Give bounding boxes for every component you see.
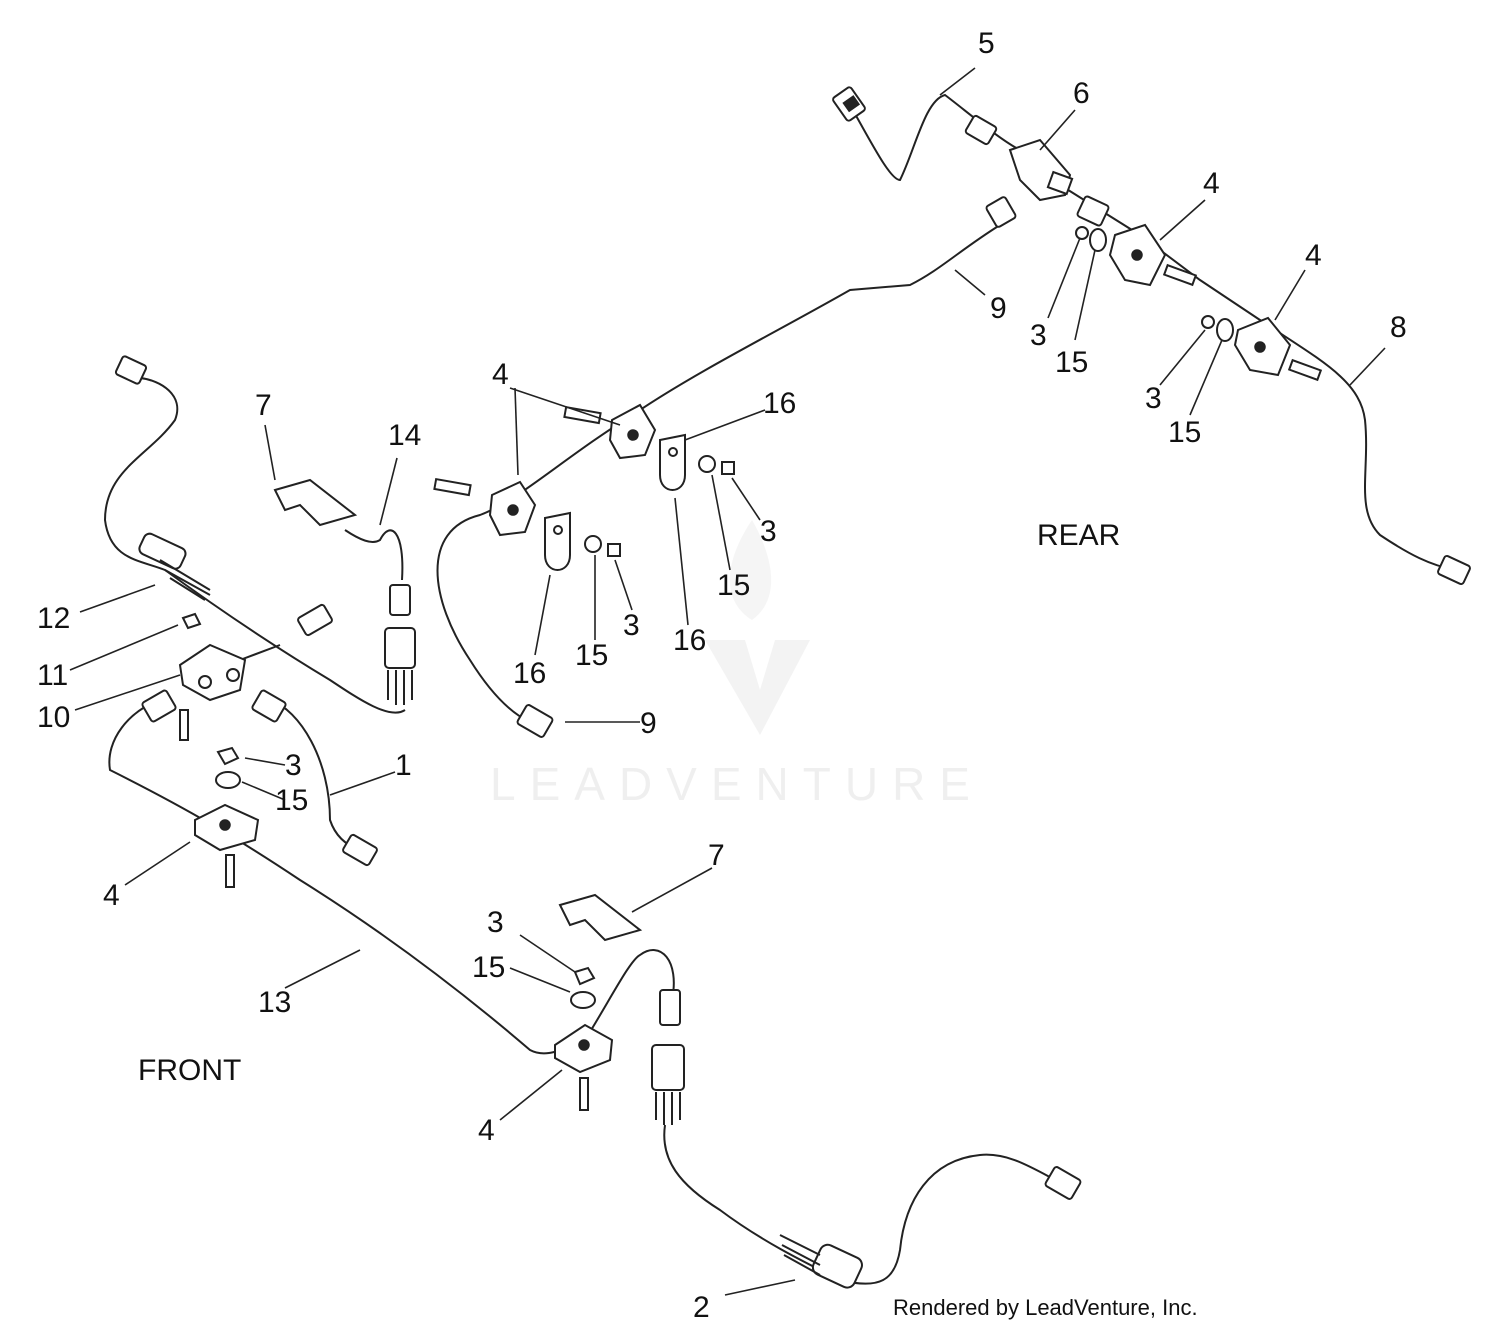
callout-6: 6: [1073, 77, 1090, 110]
callout-16: 16: [763, 387, 796, 420]
callout-9: 9: [640, 707, 657, 740]
watermark-logo: [705, 520, 810, 735]
callout-3: 3: [285, 749, 302, 782]
clamp-4-mid-1: [563, 403, 657, 460]
callout-15: 15: [472, 951, 505, 984]
hose-fitting-2: [779, 1234, 863, 1289]
hose-fitting-12: [138, 532, 211, 601]
callout-9: 9: [990, 292, 1007, 325]
callout-10: 10: [37, 701, 70, 734]
callout-7: 7: [708, 839, 725, 872]
callout-13: 13: [258, 986, 291, 1019]
tee-fitting-6: [1008, 138, 1074, 202]
callout-1: 1: [395, 749, 412, 782]
callout-labels: 5 6 4 4 8 9 3 15 3 15 REAR 4 16 3 15 3 1…: [37, 27, 1407, 1324]
callout-4: 4: [103, 879, 120, 912]
brake-lines: [103, 93, 1456, 1285]
callout-11: 11: [37, 659, 68, 692]
leader-lines: [69, 67, 1386, 1296]
callout-14: 14: [388, 419, 421, 452]
callout-7: 7: [255, 389, 272, 422]
callout-3: 3: [487, 906, 504, 939]
callout-12: 12: [37, 602, 70, 635]
callout-3: 3: [1145, 382, 1162, 415]
callout-3: 3: [623, 609, 640, 642]
callout-16: 16: [513, 657, 546, 690]
callout-15: 15: [275, 784, 308, 817]
callout-16: 16: [673, 624, 706, 657]
junction-block-10: [178, 643, 247, 741]
callout-15: 15: [1055, 346, 1088, 379]
clamp-4-front-1: [194, 803, 260, 888]
callout-4: 4: [1203, 167, 1220, 200]
clamp-4-mid-2: [433, 477, 537, 537]
callout-15: 15: [575, 639, 608, 672]
callout-3: 3: [1030, 319, 1047, 352]
callout-8: 8: [1390, 311, 1407, 344]
callout-2: 2: [693, 1291, 710, 1324]
area-label-front: FRONT: [138, 1054, 241, 1087]
callout-3: 3: [760, 515, 777, 548]
clamp-4-front-2: [554, 1023, 614, 1111]
callout-15: 15: [717, 569, 750, 602]
area-label-rear: REAR: [1037, 519, 1120, 552]
watermark-text: LEADVENTURE: [490, 758, 984, 810]
callout-4: 4: [492, 358, 509, 391]
rendered-by-credit: Rendered by LeadVenture, Inc.: [893, 1295, 1198, 1320]
clamp-4-rear-2: [1233, 316, 1323, 382]
callout-4: 4: [1305, 239, 1322, 272]
callout-5: 5: [978, 27, 995, 60]
clamp-4-rear-1: [1108, 223, 1198, 287]
fittings: [114, 86, 1471, 1289]
callout-4: 4: [478, 1114, 495, 1147]
fitting-5-end: [832, 86, 866, 122]
callout-15: 15: [1168, 416, 1201, 449]
